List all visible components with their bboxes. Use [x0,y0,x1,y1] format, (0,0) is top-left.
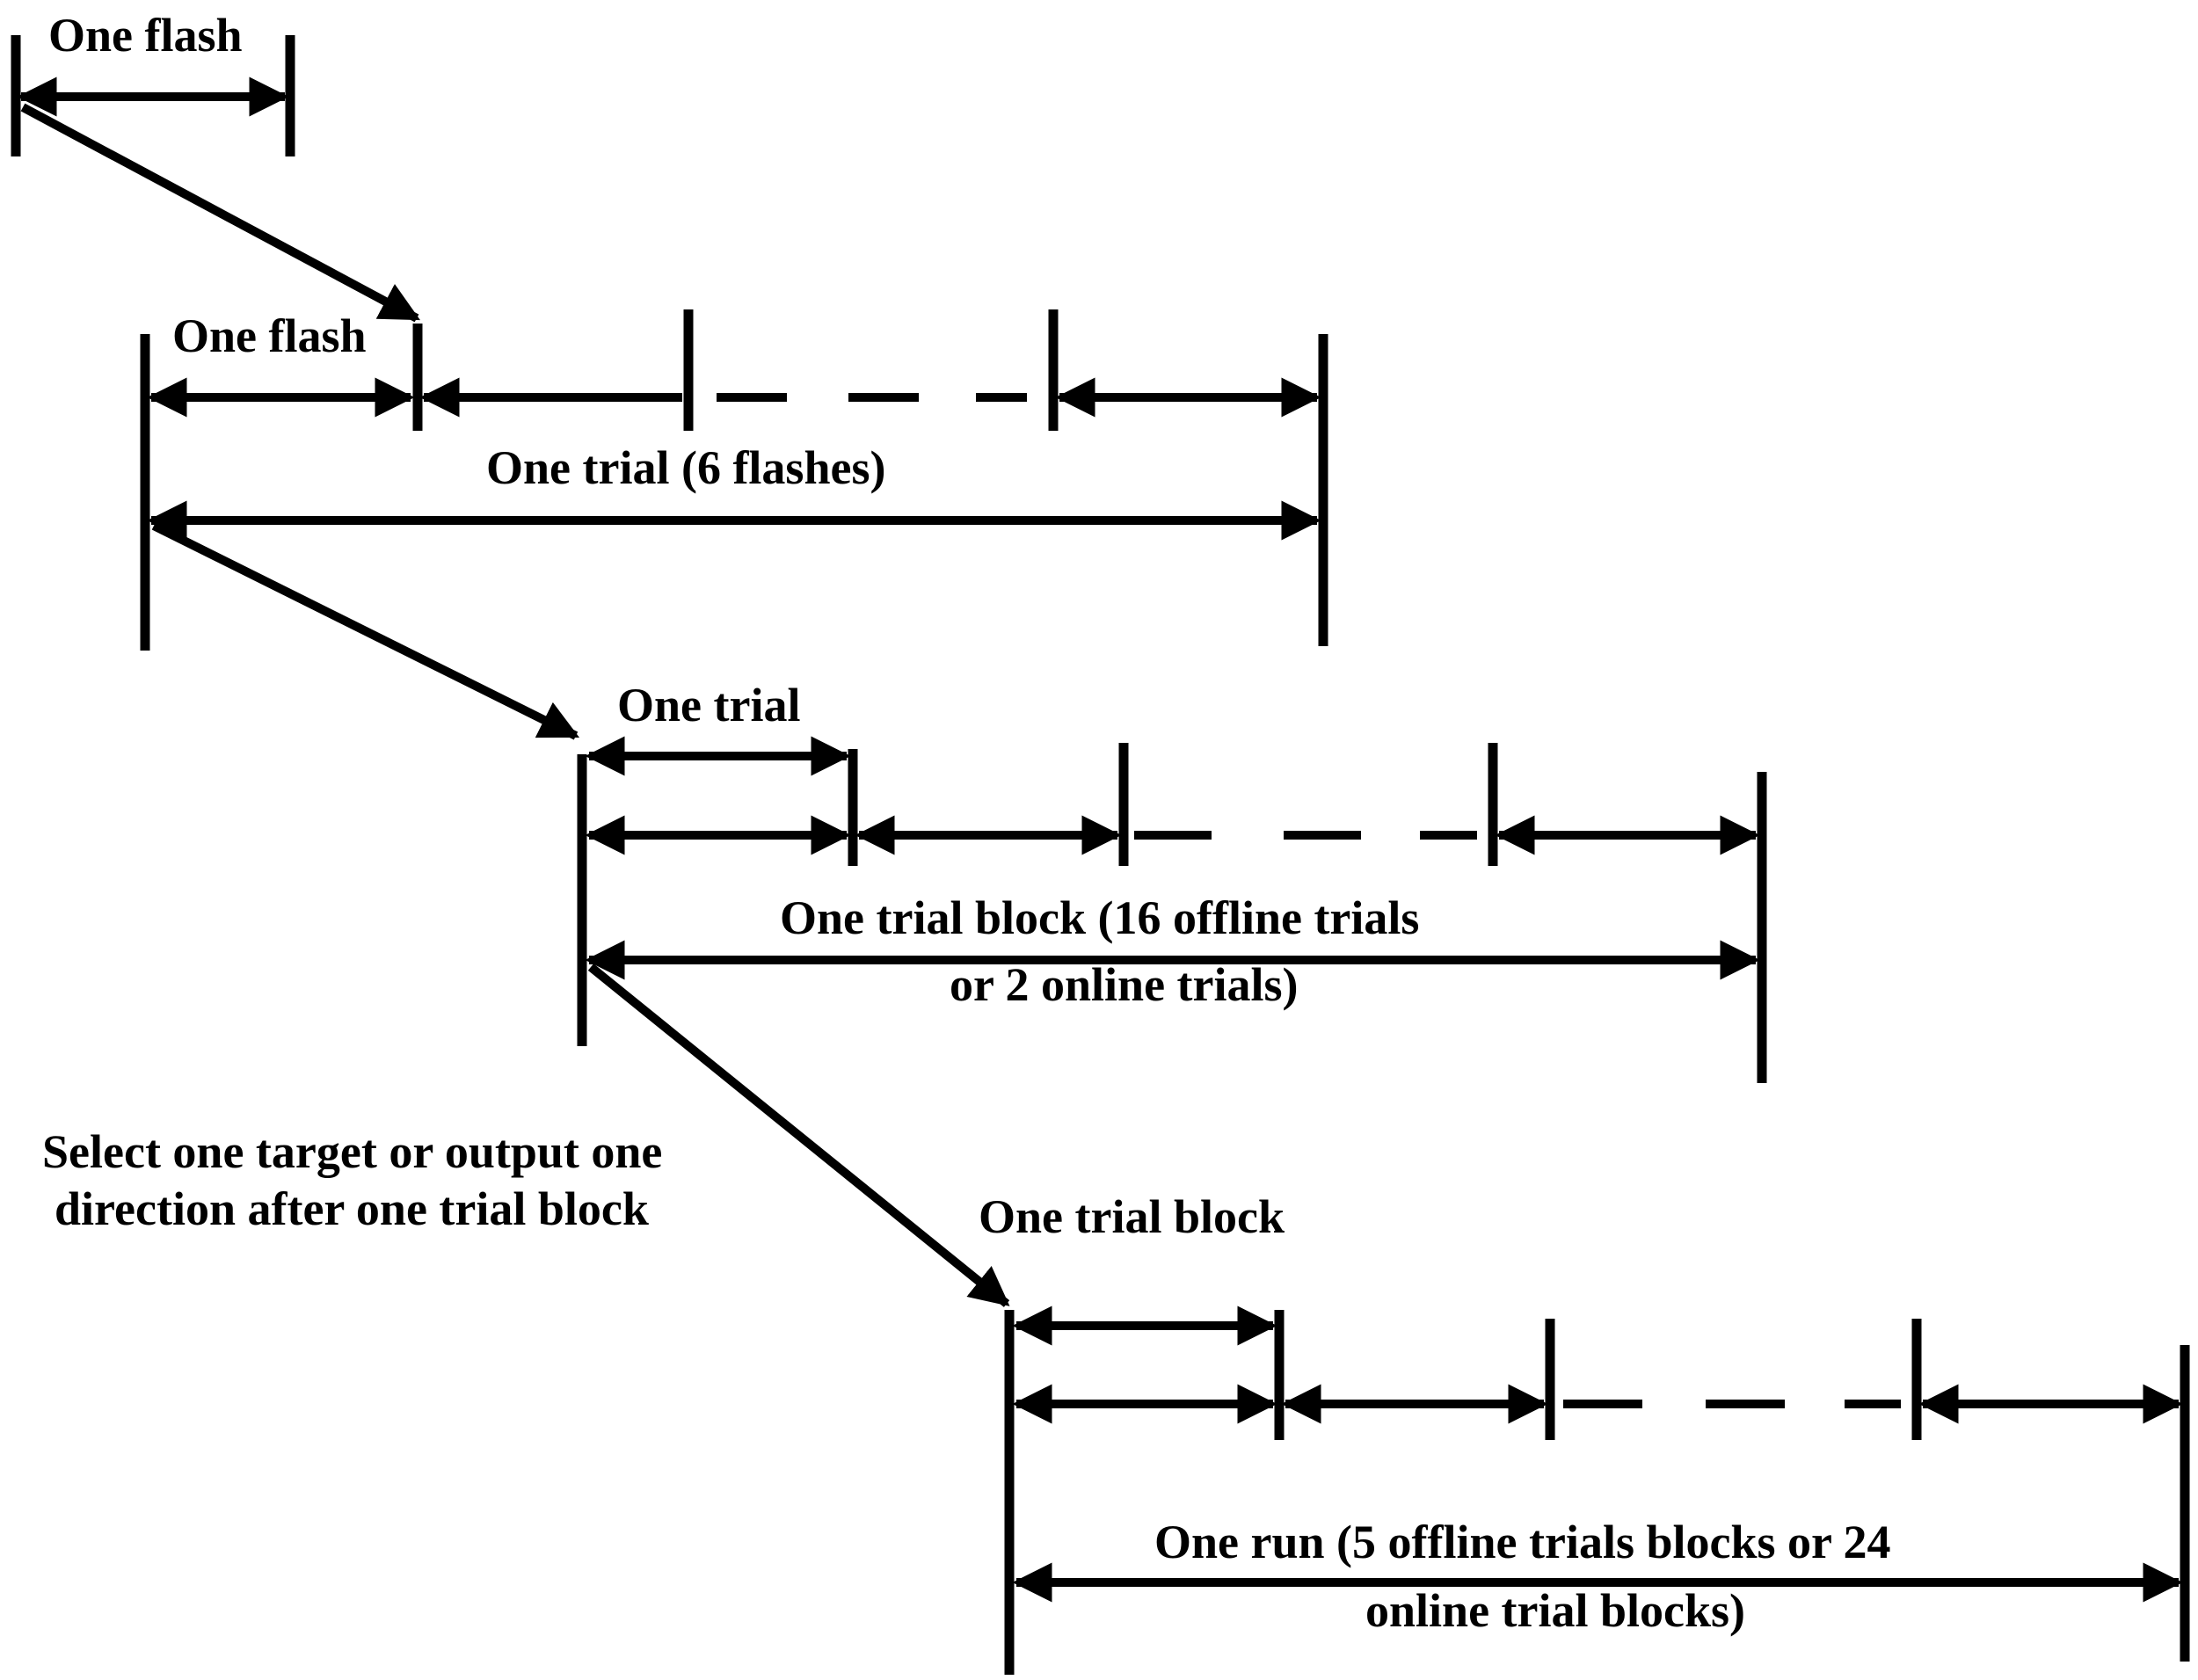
level-3-trial-label: One trial [617,679,800,731]
level-4-run-label-line2: online trial blocks) [1365,1584,1745,1637]
level-1-flash-label: One flash [48,9,243,62]
level-2-trial: One flash One trial (6 flashes) [140,309,1328,651]
level-3-block-label-line1: One trial block (16 offline trials [780,891,1419,944]
level-4-run: One trial block One run (5 offline trial… [979,1190,2190,1675]
side-note-line1: Select one target or output one [42,1125,662,1178]
connector-arrow-2 [151,521,580,740]
side-note: Select one target or output one directio… [42,1125,662,1235]
side-note-line2: direction after one trial block [55,1182,649,1235]
level-2-flash-label: One flash [172,309,367,362]
level-4-run-label-line1: One run (5 offline trials blocks or 24 [1154,1516,1891,1568]
level-2-trial-label: One trial (6 flashes) [486,441,885,494]
level-4-block-label: One trial block [979,1190,1285,1243]
connector-arrow-1 [20,103,420,323]
level-1-flash: One flash [11,9,295,156]
level-3-block-label-line2: or 2 online trials) [950,958,1298,1011]
connector-arrow-3 [587,964,1010,1307]
level-3-trial-block: One trial One trial block (16 offline tr… [577,679,1767,1083]
